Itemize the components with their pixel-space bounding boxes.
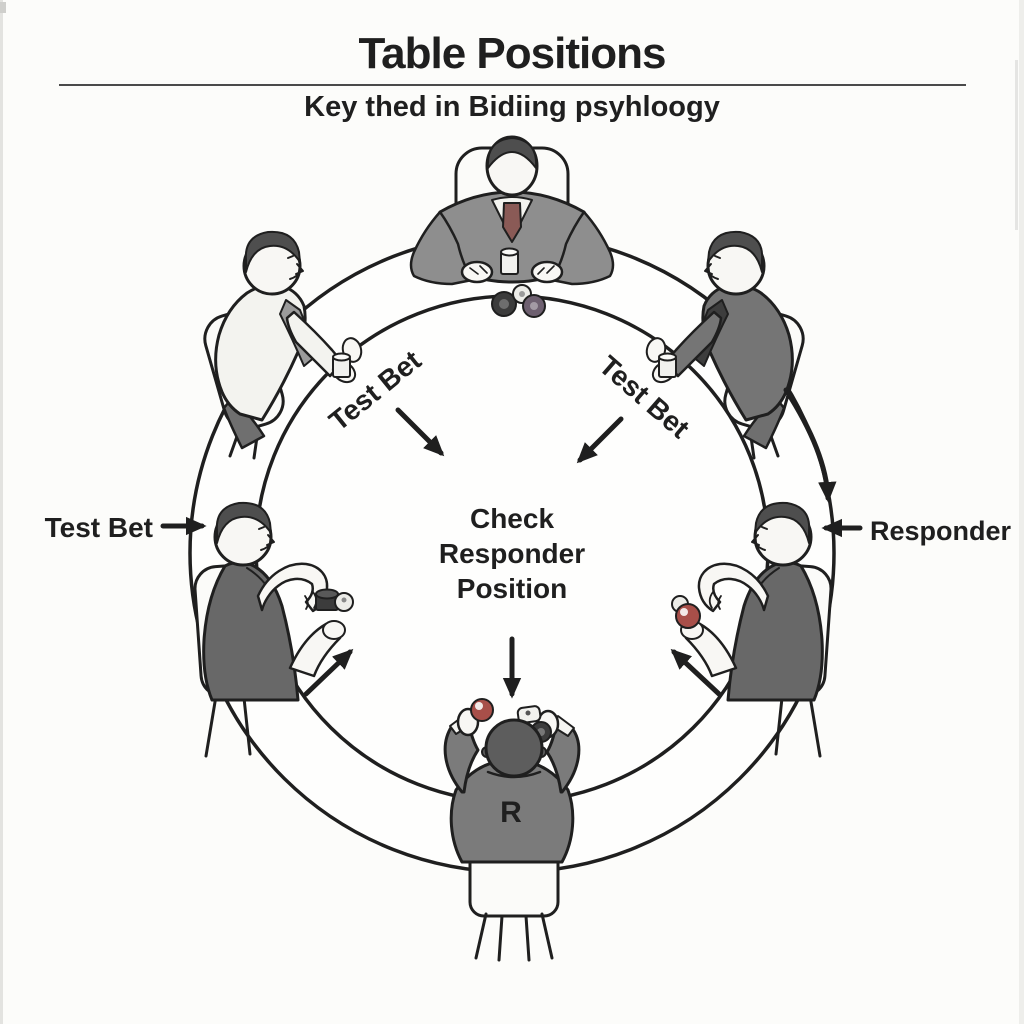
label-test-bet-outer-left: Test Bet: [45, 512, 153, 543]
player-upper-right: [645, 230, 805, 460]
player-bottom: R: [443, 698, 581, 962]
chip-red: [470, 698, 494, 722]
chair-legs: [474, 912, 554, 962]
label-responder: Responder: [870, 516, 1012, 546]
player-right: [671, 501, 833, 758]
tie: [502, 202, 522, 243]
arm: [664, 310, 723, 378]
arrow-bottom-left: [303, 648, 354, 697]
page-title: Table Positions: [359, 29, 666, 78]
arrows: [160, 387, 863, 699]
hair: [754, 501, 811, 544]
collar: [486, 770, 542, 779]
chip-red: [675, 603, 701, 629]
face: [704, 255, 721, 280]
hair: [244, 230, 301, 273]
hand-left: [460, 260, 494, 284]
hair: [707, 230, 764, 273]
arrow-curved-right: [783, 387, 837, 503]
raised-arm: [256, 562, 329, 613]
player-left: [193, 501, 354, 758]
face: [751, 526, 768, 551]
arm: [285, 310, 344, 378]
pot-chips: [491, 284, 546, 318]
face: [287, 255, 304, 280]
player-upper-left: [203, 230, 363, 460]
hair: [486, 137, 538, 169]
chair-legs: [774, 694, 822, 758]
hair: [215, 501, 272, 544]
center-label-line2: Responder: [439, 538, 585, 569]
scan-mark: [0, 2, 6, 13]
head-back: [484, 718, 544, 778]
arrow-test-bet-inner-left: [395, 407, 445, 457]
back-initial: R: [500, 796, 522, 829]
face: [258, 526, 275, 551]
arrow-bottom-right: [670, 648, 722, 697]
poker-table: [188, 232, 836, 874]
scan-edge-right: [1019, 0, 1024, 1024]
raised-arm: [697, 562, 770, 613]
sleeve-right: [550, 210, 615, 286]
center-label-line3: Position: [457, 573, 567, 604]
scan-edge-left: [0, 0, 3, 1024]
chair-legs: [204, 694, 252, 758]
hand: [322, 620, 346, 640]
page-subtitle: Key thed in Bidiing psyhloogy: [304, 91, 720, 123]
arrow-test-bet-inner-right: [576, 416, 624, 464]
center-label-line1: Check: [470, 503, 554, 534]
fingers: [708, 591, 722, 610]
sleeve-left: [409, 210, 474, 286]
scan-streak: [1015, 60, 1018, 230]
player-top: [409, 135, 615, 286]
